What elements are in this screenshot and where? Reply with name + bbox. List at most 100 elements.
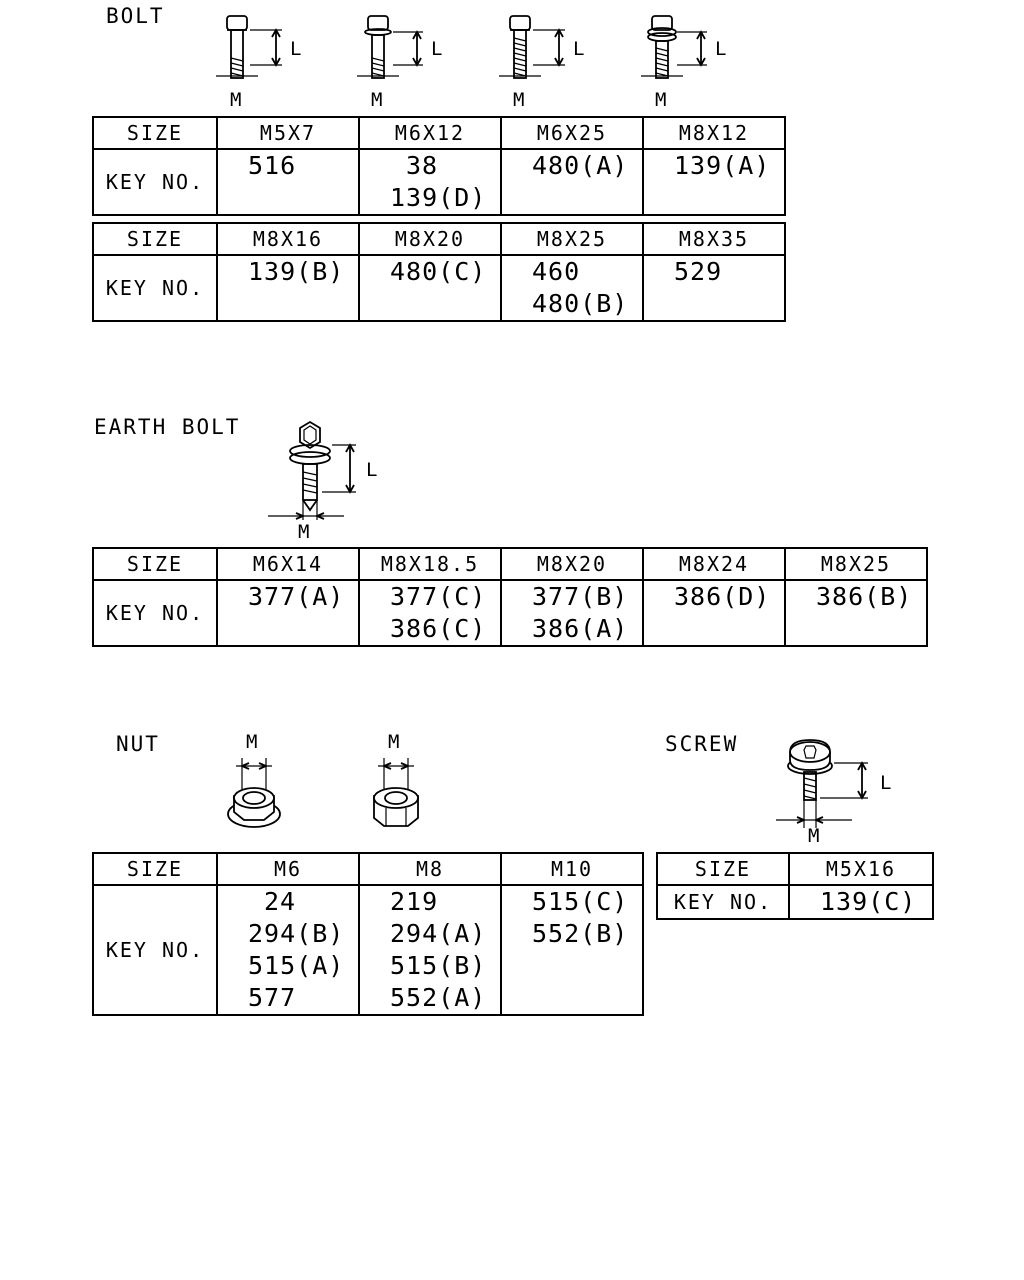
svg-text:M: M	[246, 731, 257, 753]
earth-bolt-table: SIZE M6X14 M8X18.5 M8X20 M8X24 M8X25 KEY…	[92, 547, 928, 647]
size-cell: M8X25	[784, 547, 928, 581]
svg-text:L: L	[431, 38, 442, 60]
key-cell: 516	[216, 148, 360, 216]
key-number: 386(D)	[674, 582, 771, 611]
key-cell: 139(A)	[642, 148, 786, 216]
key-no-header: KEY NO.	[92, 148, 218, 216]
svg-text:M: M	[388, 731, 399, 753]
key-number: 377(A)	[248, 582, 345, 611]
bolt-table-2: SIZE M8X16 M8X20 M8X25 M8X35 KEY NO. 139…	[92, 222, 786, 322]
key-number: 529	[674, 257, 723, 286]
key-number: 24	[264, 887, 297, 916]
key-cell: 460 480(B)	[500, 254, 644, 322]
svg-text:L: L	[290, 38, 301, 60]
size-cell: M8X24	[642, 547, 786, 581]
key-number: 552(B)	[532, 919, 629, 948]
key-number: 377(C)	[390, 582, 487, 611]
size-cell: M8X18.5	[358, 547, 502, 581]
key-number: 480(C)	[390, 257, 487, 286]
svg-text:M: M	[808, 825, 819, 847]
size-cell: M8	[358, 852, 502, 886]
svg-text:L: L	[573, 38, 584, 60]
bolt-plain-icon: L M	[216, 15, 301, 111]
svg-text:M: M	[230, 89, 241, 111]
key-number: 552(A)	[390, 983, 487, 1012]
size-cell: M6X12	[358, 116, 502, 150]
bolt-washer-icon: L M	[641, 15, 726, 111]
size-cell: M5X16	[788, 852, 934, 886]
size-cell: M8X12	[642, 116, 786, 150]
key-number: 219	[390, 887, 439, 916]
key-number: 139(D)	[390, 183, 487, 212]
key-number: 139(C)	[820, 887, 917, 916]
key-cell: 38 139(D)	[358, 148, 502, 216]
key-cell: 139(C)	[788, 884, 934, 920]
nut-table: SIZE M6 M8 M10 KEY NO. 24 294(B) 515(A) …	[92, 852, 644, 1016]
key-number: 480(A)	[532, 151, 629, 180]
bolt-section-title: BOLT	[106, 4, 165, 28]
key-number: 139(B)	[248, 257, 345, 286]
key-number: 516	[248, 151, 297, 180]
size-cell: M8X25	[500, 222, 644, 256]
size-cell: M6	[216, 852, 360, 886]
size-header: SIZE	[656, 852, 790, 886]
key-number: 38	[406, 151, 439, 180]
key-number: 377(B)	[532, 582, 629, 611]
key-cell: 377(C) 386(C)	[358, 579, 502, 647]
key-number: 515(B)	[390, 951, 487, 980]
size-cell: M8X20	[500, 547, 644, 581]
key-cell: 386(D)	[642, 579, 786, 647]
key-no-header: KEY NO.	[92, 579, 218, 647]
size-header: SIZE	[92, 116, 218, 150]
key-number: 294(B)	[248, 919, 345, 948]
key-number: 294(A)	[390, 919, 487, 948]
key-number: 386(A)	[532, 614, 629, 643]
size-cell: M8X20	[358, 222, 502, 256]
key-cell: 480(A)	[500, 148, 644, 216]
key-cell: 377(A)	[216, 579, 360, 647]
screw-icon: L M	[776, 739, 891, 847]
size-cell: M6X25	[500, 116, 644, 150]
bolt-flange-icon: L M	[357, 15, 442, 111]
nut-hex-icon: M	[373, 731, 419, 827]
key-number: 515(C)	[532, 887, 629, 916]
earth-bolt-icon: L M	[268, 420, 377, 543]
nut-flange-icon: M	[227, 731, 281, 828]
screw-section-title: SCREW	[665, 732, 739, 756]
svg-text:L: L	[880, 772, 891, 794]
key-number: 577	[248, 983, 297, 1012]
size-cell: M10	[500, 852, 644, 886]
earth-bolt-section-title: EARTH BOLT	[94, 415, 241, 439]
size-header: SIZE	[92, 222, 218, 256]
size-cell: M6X14	[216, 547, 360, 581]
key-no-header: KEY NO.	[92, 254, 218, 322]
svg-text:M: M	[371, 89, 382, 111]
key-no-header: KEY NO.	[92, 884, 218, 1016]
key-cell: 515(C) 552(B)	[500, 884, 644, 1016]
bolt-long-thread-icon: L M	[499, 15, 584, 111]
key-number: 386(C)	[390, 614, 487, 643]
nut-section-title: NUT	[116, 732, 160, 756]
svg-text:L: L	[715, 38, 726, 60]
key-number: 139(A)	[674, 151, 771, 180]
key-cell: 24 294(B) 515(A) 577	[216, 884, 360, 1016]
size-cell: M8X16	[216, 222, 360, 256]
key-number: 515(A)	[248, 951, 345, 980]
screw-table: SIZE M5X16 KEY NO. 139(C)	[656, 852, 934, 920]
size-cell: M8X35	[642, 222, 786, 256]
key-cell: 377(B) 386(A)	[500, 579, 644, 647]
size-header: SIZE	[92, 547, 218, 581]
svg-text:M: M	[655, 89, 666, 111]
svg-text:M: M	[298, 521, 309, 543]
key-cell: 386(B)	[784, 579, 928, 647]
key-number: 480(B)	[532, 289, 629, 318]
key-number: 460	[532, 257, 581, 286]
key-cell: 139(B)	[216, 254, 360, 322]
key-number: 386(B)	[816, 582, 913, 611]
key-cell: 219 294(A) 515(B) 552(A)	[358, 884, 502, 1016]
svg-text:L: L	[366, 459, 377, 481]
size-cell: M5X7	[216, 116, 360, 150]
svg-text:M: M	[513, 89, 524, 111]
key-cell: 529	[642, 254, 786, 322]
size-header: SIZE	[92, 852, 218, 886]
